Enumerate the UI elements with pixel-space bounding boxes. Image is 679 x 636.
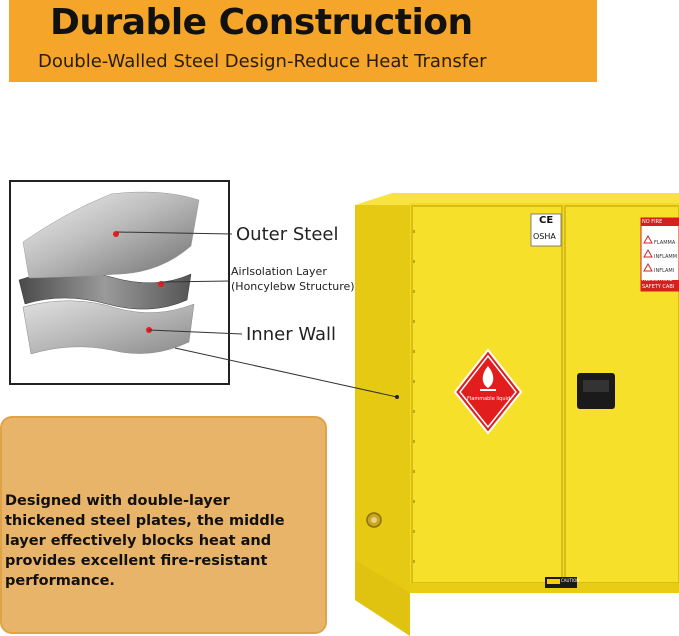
banner-title: Durable Construction	[50, 2, 473, 43]
warning-line: FLAMMA	[654, 240, 676, 246]
warning-line: NO FIRE SOURCE	[642, 219, 663, 232]
warning-line: SAFETY CABI	[642, 284, 675, 290]
warning-line: INDUSTRIAL	[642, 277, 673, 283]
air-layer-label: AirIsolation Layer	[231, 265, 327, 278]
header-banner	[9, 0, 597, 82]
warning-line: INFLAMI	[654, 268, 675, 274]
osha-mark: OSHA	[533, 232, 556, 241]
warning-line: INFLAMM	[654, 254, 678, 260]
steel-layers-graphic	[18, 191, 200, 355]
caution-label: CAUTION	[561, 578, 580, 583]
air-layer-sublabel: (Honcylebw Structure)	[231, 280, 355, 293]
banner-subtitle: Double-Walled Steel Design-Reduce Heat T…	[38, 51, 487, 72]
description-panel	[0, 416, 327, 634]
layer-diagram	[9, 180, 230, 385]
warning-sticker: NO FIRE SOURCE FLAMMA INFLAMM INFLAMI IN…	[642, 219, 679, 291]
description-text: Designed with double-layer thickened ste…	[5, 493, 285, 589]
outer-steel-label: Outer Steel	[236, 224, 339, 245]
ce-mark: CE	[539, 215, 554, 226]
flammable-diamond	[453, 348, 523, 435]
diamond-label: Flammable liquid	[467, 396, 511, 402]
inner-wall-label: Inner Wall	[246, 324, 336, 345]
